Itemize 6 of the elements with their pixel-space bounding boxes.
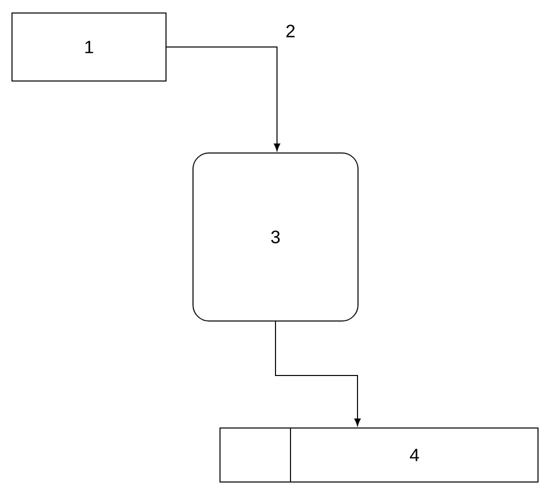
process-box: 1: [12, 12, 166, 82]
arrow: [166, 46, 280, 151]
rounded-box: 3: [192, 152, 358, 322]
edge-label: 2: [284, 24, 296, 38]
split-box: 4: [220, 427, 538, 483]
arrow: [275, 321, 361, 426]
